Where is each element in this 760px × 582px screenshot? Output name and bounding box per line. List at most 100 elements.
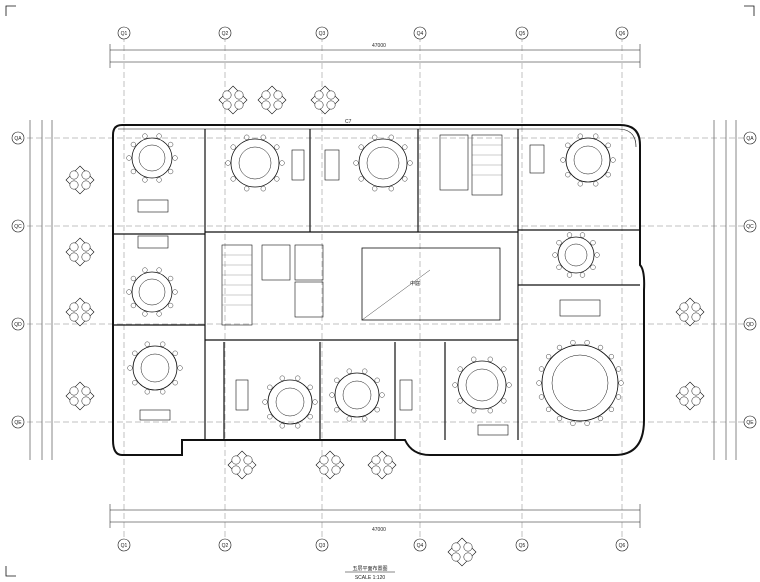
grid-bubble: QC: [743, 219, 757, 233]
chair: [353, 160, 359, 166]
chair: [597, 344, 604, 351]
chair: [556, 415, 563, 422]
grid-bubble: QD: [11, 317, 25, 331]
chair: [565, 142, 571, 148]
svg-text:Q6: Q6: [619, 31, 626, 37]
chair: [556, 344, 563, 351]
chair: [346, 368, 352, 374]
chair: [262, 399, 268, 405]
chair: [593, 181, 599, 187]
svg-text:QA: QA: [746, 136, 754, 142]
chair: [132, 350, 138, 356]
chair: [279, 160, 285, 166]
chair: [388, 186, 394, 192]
chair: [536, 380, 542, 386]
chair: [577, 133, 583, 139]
chair: [244, 134, 250, 140]
chair: [570, 420, 576, 427]
chair: [130, 168, 137, 175]
chair: [457, 398, 463, 404]
chair: [156, 133, 162, 139]
grid-bubble: QE: [11, 415, 25, 429]
svg-text:Q3: Q3: [319, 543, 326, 549]
index-mark: [367, 450, 397, 480]
chair: [545, 406, 552, 413]
chair: [172, 380, 178, 386]
chair: [590, 240, 596, 246]
chair: [142, 267, 148, 273]
chair: [615, 366, 622, 372]
stair-treads: [222, 144, 502, 306]
chair: [457, 366, 463, 372]
index-mark: [447, 537, 477, 567]
index-mark: [675, 297, 705, 327]
chair: [168, 141, 174, 148]
round-table: [230, 138, 280, 188]
chair: [312, 399, 318, 405]
chair: [610, 157, 616, 163]
chair: [156, 267, 162, 273]
grid-bubble: QA: [743, 131, 757, 145]
chair: [329, 392, 335, 398]
chair: [172, 155, 178, 161]
round-table: [267, 379, 313, 425]
chair: [506, 382, 512, 388]
chair: [471, 356, 477, 362]
chair: [260, 186, 266, 192]
chair: [501, 366, 507, 372]
chair: [358, 144, 364, 150]
chair: [142, 177, 148, 183]
chair: [538, 394, 545, 400]
chair: [407, 160, 413, 166]
chairs: [126, 133, 624, 429]
round-table: [457, 360, 507, 410]
chair: [570, 340, 576, 346]
top-dimension-lines: [109, 44, 641, 68]
bottom-total-dimension: 47000: [372, 527, 386, 533]
grid-bubble: Q2: [218, 538, 232, 552]
svg-text:QE: QE: [14, 420, 22, 426]
chair: [260, 134, 266, 140]
chair: [594, 252, 600, 258]
chair: [156, 311, 162, 317]
right-dimension-lines: [713, 120, 737, 460]
chair: [605, 172, 611, 178]
chair: [584, 420, 590, 427]
chair: [608, 354, 615, 360]
chair: [556, 240, 562, 246]
svg-text:QC: QC: [14, 224, 22, 230]
grid-bubble: Q4: [413, 26, 427, 40]
index-mark: [227, 450, 257, 480]
atrium-label: 中庭: [410, 280, 420, 287]
grid-bubble: Q1: [117, 26, 131, 40]
chair: [605, 142, 611, 148]
chair: [608, 406, 615, 413]
chair: [156, 177, 162, 183]
round-table: [541, 344, 619, 422]
chair: [127, 365, 133, 371]
grid-bubble: Q6: [615, 26, 629, 40]
chair: [565, 172, 571, 178]
chair: [388, 134, 394, 140]
chair: [501, 398, 507, 404]
bottom-grid-bubbles: Q1 Q2 Q3 Q4 Q5 Q6: [117, 538, 629, 552]
grid-bubble: Q2: [218, 26, 232, 40]
chair: [552, 252, 558, 258]
grid-bubble: Q4: [413, 538, 427, 552]
chair: [130, 275, 137, 282]
chair: [584, 340, 590, 346]
index-mark: [675, 381, 705, 411]
round-table: [557, 236, 595, 274]
chair: [362, 416, 368, 422]
svg-text:QC: QC: [746, 224, 754, 230]
svg-text:QE: QE: [746, 420, 754, 426]
chair: [538, 366, 545, 372]
chair: [142, 133, 148, 139]
grid-bubble: Q3: [315, 538, 329, 552]
chair: [274, 144, 280, 150]
chair: [334, 377, 340, 383]
svg-text:Q2: Q2: [222, 543, 229, 549]
index-mark: [65, 381, 95, 411]
chair: [618, 380, 624, 386]
